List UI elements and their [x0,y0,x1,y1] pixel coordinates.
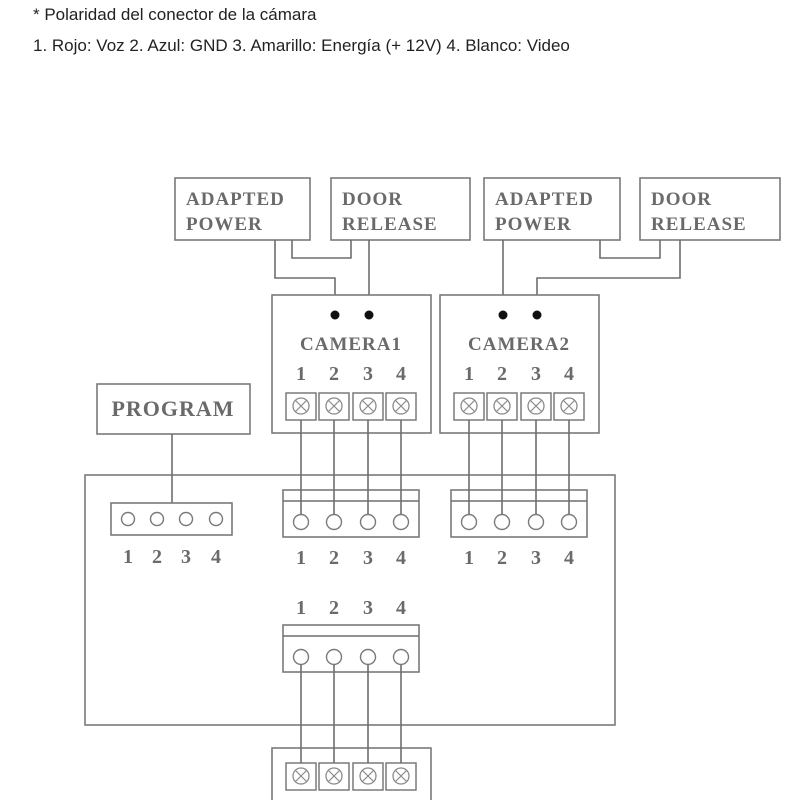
screw-terminal-icon [453,392,485,421]
board-out-pin-label-4: 4 [396,597,406,619]
connector-hole-icon [292,648,310,666]
connector-hole-icon [208,511,224,527]
door-release-box-2: DOOR RELEASE [639,177,781,241]
program-box: PROGRAM [96,383,251,435]
screw-terminal-icon [318,762,350,791]
connector-hole-icon [325,648,343,666]
camera2-pin-label-2: 2 [497,363,507,385]
screw-terminal-icon [318,392,350,421]
board-out-pin-label-1: 1 [296,597,306,619]
connector-hole-icon [178,511,194,527]
board1-pin-label-3: 3 [363,547,373,569]
connector-hole-icon [325,513,343,531]
board1-pin-label-2: 2 [329,547,339,569]
program-pin-label-4: 4 [211,546,221,568]
adapted-power-2-line1: ADAPTED [495,189,594,210]
caption-pinout: 1. Rojo: Voz 2. Azul: GND 3. Amarillo: E… [33,36,570,55]
screw-terminal-icon [520,392,552,421]
connector-hole-icon [392,513,410,531]
connector-hole-icon [359,513,377,531]
connector-hole-icon [560,513,578,531]
camera2-pin-label-1: 1 [464,363,474,385]
external-terminal-box [271,747,432,800]
connector-hole-icon [460,513,478,531]
contact-dot-icon [364,310,374,320]
program-label: PROGRAM [111,396,234,421]
door-release-1-line1: DOOR [342,189,403,210]
camera2-pin-label-3: 3 [531,363,541,385]
adapted-power-1-line1: ADAPTED [186,189,285,210]
adapted-power-2-line2: POWER [495,214,572,235]
contact-dot-icon [330,310,340,320]
board-connector-camera2: 1 2 3 4 [450,489,588,569]
adapted-power-box-1: ADAPTED POWER [174,177,311,241]
board1-pin-label-1: 1 [296,547,306,569]
screw-terminal-icon [285,392,317,421]
board-connector-output: 1 2 3 4 [282,597,420,673]
board1-pin-label-4: 4 [396,547,406,569]
board-connector-camera1: 1 2 3 4 [282,489,420,569]
connector-hole-icon [493,513,511,531]
screw-terminal-icon [352,392,384,421]
contact-dot-icon [498,310,508,320]
camera2-label: CAMERA2 [468,334,570,355]
program-pin-label-1: 1 [123,546,133,568]
screw-terminal-icon [486,392,518,421]
wire-power-door-loop-1 [291,240,352,259]
program-pin-label-3: 3 [181,546,191,568]
adapted-power-1-line2: POWER [186,214,263,235]
connector-hole-icon [292,513,310,531]
screw-terminal-icon [553,392,585,421]
screw-terminal-icon [385,392,417,421]
wire-power-door-loop-2 [599,240,661,259]
camera1-label: CAMERA1 [300,334,402,355]
camera1-box: CAMERA1 1 2 3 4 [271,294,432,434]
board2-pin-label-1: 1 [464,547,474,569]
board-out-pin-label-3: 3 [363,597,373,619]
adapted-power-box-2: ADAPTED POWER [483,177,621,241]
door-release-1-line2: RELEASE [342,214,438,235]
door-release-2-line1: DOOR [651,189,712,210]
contact-dot-icon [532,310,542,320]
camera2-pin-label-4: 4 [564,363,574,385]
screw-terminal-icon [352,762,384,791]
board-out-pin-label-2: 2 [329,597,339,619]
board2-pin-label-2: 2 [497,547,507,569]
caption-title: * Polaridad del conector de la cámara [33,5,317,24]
connector-hole-icon [392,648,410,666]
camera1-pin-label-1: 1 [296,363,306,385]
board2-pin-label-3: 3 [531,547,541,569]
camera1-pin-label-2: 2 [329,363,339,385]
connector-hole-icon [359,648,377,666]
connector-hole-icon [120,511,136,527]
screw-terminal-icon [385,762,417,791]
camera1-pin-label-4: 4 [396,363,406,385]
door-release-2-line2: RELEASE [651,214,747,235]
camera1-pin-label-3: 3 [363,363,373,385]
door-release-box-1: DOOR RELEASE [330,177,471,241]
board2-pin-label-4: 4 [564,547,574,569]
camera2-box: CAMERA2 1 2 3 4 [439,294,600,434]
connector-hole-icon [149,511,165,527]
program-pin-label-2: 2 [152,546,162,568]
connector-hole-icon [527,513,545,531]
screw-terminal-icon [285,762,317,791]
